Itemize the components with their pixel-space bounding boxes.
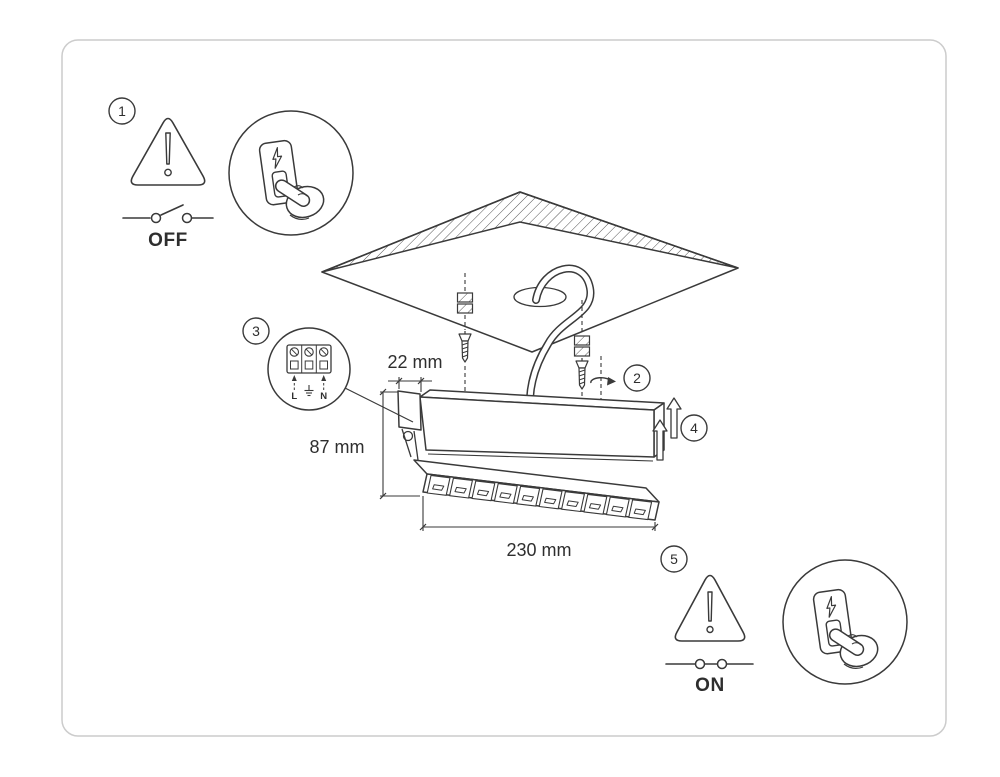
step-2-number: 2	[633, 370, 641, 386]
power-cable	[526, 264, 595, 402]
step-3-badge: 3	[242, 317, 270, 345]
step-1-badge: 1	[108, 97, 136, 125]
ground-symbol-icon	[304, 385, 314, 397]
step-1-number: 1	[118, 103, 126, 119]
dimension-22mm-label: 22 mm	[387, 352, 442, 372]
hand-press-switch-on-detail	[782, 559, 908, 685]
ceiling-panel	[321, 191, 739, 353]
hand-press-switch-off-detail	[228, 110, 354, 236]
on-label: ON	[695, 675, 725, 696]
light-head	[413, 459, 660, 521]
fixture-body	[397, 389, 665, 462]
wall-anchor-right	[573, 300, 591, 357]
wall-anchor-left	[456, 273, 474, 330]
off-label: OFF	[148, 230, 188, 251]
step-2-badge: 2	[623, 364, 651, 392]
dimension-87mm: 87 mm	[309, 388, 420, 500]
step-3-number: 3	[252, 323, 260, 339]
terminal-live-label: L	[291, 391, 297, 402]
step-5-number: 5	[670, 551, 678, 567]
warning-triangle-icon-off	[130, 117, 206, 186]
dimension-87mm-label: 87 mm	[309, 437, 364, 457]
hinge	[402, 430, 414, 442]
dimension-230mm: 230 mm	[419, 496, 659, 560]
step-5-badge: 5	[660, 545, 688, 573]
step-4-number: 4	[690, 420, 698, 436]
warning-triangle-icon-on	[674, 574, 746, 642]
panel-edge-hatch	[321, 191, 739, 273]
terminal-neutral-label: N	[320, 391, 327, 402]
step-4-badge: 4	[680, 414, 708, 442]
dimension-230mm-label: 230 mm	[506, 540, 571, 560]
dimension-22mm: 22 mm	[387, 352, 443, 392]
switch-on-icon	[665, 658, 754, 670]
screw-rotation-icon	[590, 356, 616, 400]
mounting-bracket	[397, 390, 422, 431]
terminal-block-detail: L N	[267, 327, 414, 423]
switch-off-icon	[122, 204, 214, 224]
